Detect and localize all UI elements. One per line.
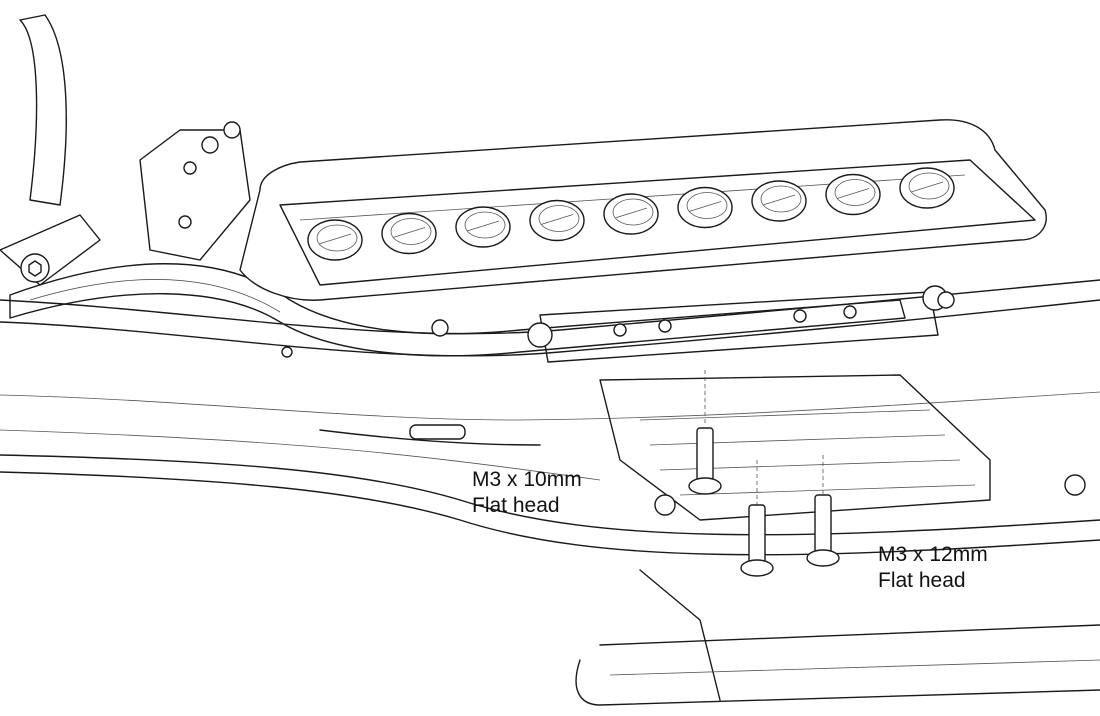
lamp [455,206,511,248]
lower-bumper [575,569,1100,706]
callout-m3x12-flat-head: M3 x 12mm Flat head [878,542,988,594]
callout-m3x10-flat-head: M3 x 10mm Flat head [472,467,582,519]
lamp [381,212,437,255]
skid-plate [319,374,1086,521]
lamp [529,199,585,242]
lamp [899,167,955,209]
callout-size: M3 x 12mm [878,543,988,566]
left-shock-tower [0,14,251,286]
lamp [603,193,659,235]
callout-size: M3 x 10mm [472,468,582,491]
lamp [825,173,881,216]
bumper-bracket [431,285,955,363]
lamp [677,186,733,229]
callout-head-type: Flat head [878,569,966,592]
screw-m3x12-b [806,455,840,567]
lamp [307,219,363,261]
frame-link [9,263,906,358]
callout-head-type: Flat head [472,494,560,517]
screw-m3x12-a [740,460,774,577]
screw-m3x10 [688,370,722,495]
lamp [751,180,807,222]
lamp-row [307,167,955,261]
